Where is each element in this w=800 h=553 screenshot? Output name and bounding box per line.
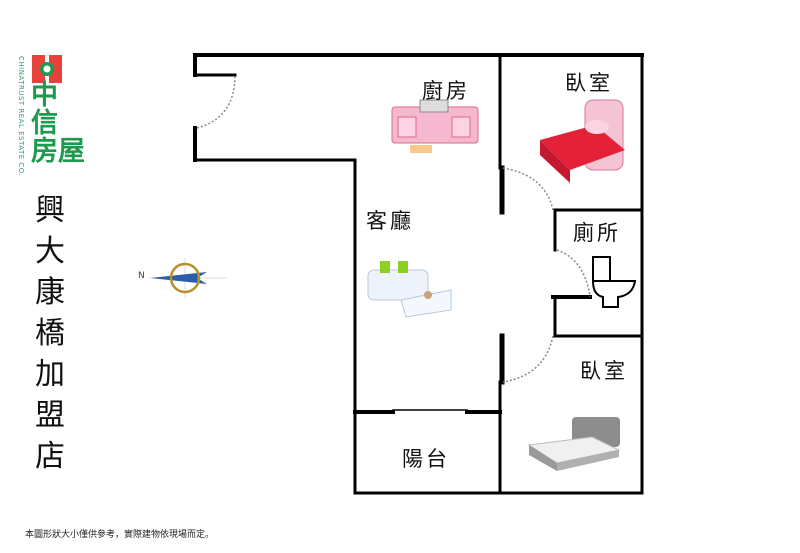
store-name-char: 店 xyxy=(35,439,65,474)
logo-char: 房屋 xyxy=(31,136,85,167)
entry-door-arc xyxy=(196,74,236,129)
sofa-icon xyxy=(367,261,452,318)
logo-char: 中 xyxy=(31,80,58,111)
compass-north-label: N xyxy=(138,271,145,281)
bedroom2-door-arc xyxy=(502,335,554,383)
logo-emblem-icon xyxy=(32,55,62,83)
bedroom-door-arc xyxy=(502,167,554,211)
room-label-bedroom-2: 臥室 xyxy=(580,359,628,383)
store-name-char: 橋 xyxy=(35,316,65,351)
disclaimer-footnote: 本圖形狀大小僅供參考，實際建物依現場而定。 xyxy=(25,530,215,540)
room-label-balcony: 陽台 xyxy=(402,447,450,471)
room-label-kitchen: 廚房 xyxy=(422,79,470,103)
toilet-icon xyxy=(591,256,637,308)
kitchen-counter-icon xyxy=(391,99,479,153)
room-label-bedroom-1: 臥室 xyxy=(565,71,613,95)
logo-chinese-text: 中 信 房屋 xyxy=(31,82,85,166)
store-name-char: 康 xyxy=(35,275,65,310)
store-name-char: 盟 xyxy=(35,398,65,433)
room-label-living-room: 客廳 xyxy=(366,209,414,233)
room-label-bathroom: 廁所 xyxy=(573,221,621,245)
compass-icon: N xyxy=(135,258,230,302)
logo-char: 信 xyxy=(31,108,58,139)
store-name-char: 加 xyxy=(35,357,65,392)
bathroom-door-arc xyxy=(556,249,591,298)
bed-2-icon xyxy=(527,417,621,471)
bed-icon xyxy=(540,99,625,183)
store-name: 興 大 康 橋 加 盟 店 xyxy=(30,190,70,477)
store-name-char: 大 xyxy=(35,234,65,269)
store-name-char: 興 xyxy=(35,193,65,228)
logo-english-text: CHINATRUST REAL ESTATE CO. xyxy=(17,56,25,177)
